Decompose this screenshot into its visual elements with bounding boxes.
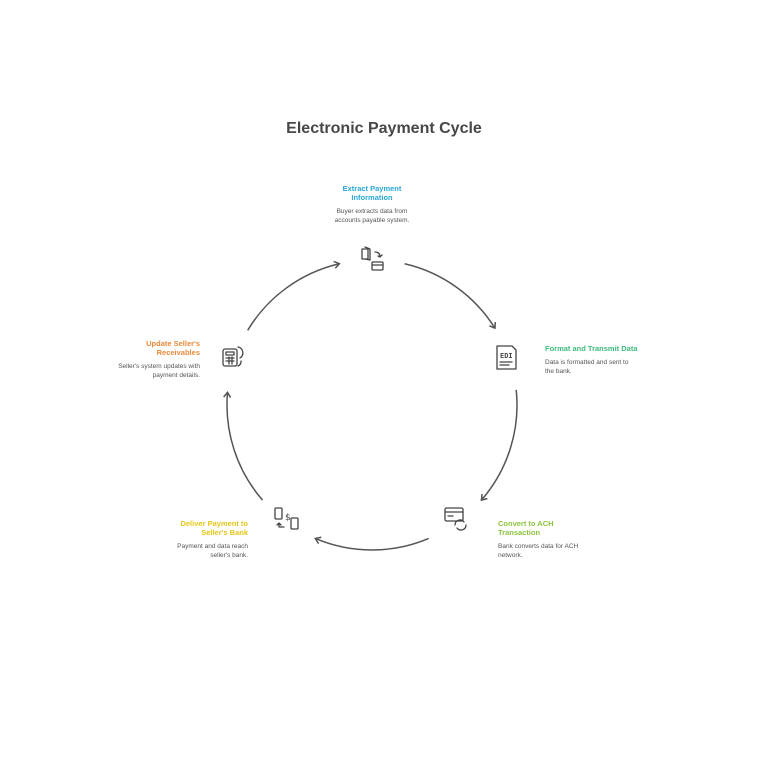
phone-dollar-transfer-icon: $ xyxy=(274,507,299,530)
step-description: Buyer extracts data from accounts payabl… xyxy=(334,208,410,224)
step-title: Format and Transmit Data xyxy=(545,344,638,353)
cycle-arrow xyxy=(315,538,429,551)
diagram-title: Electronic Payment Cycle xyxy=(286,120,482,137)
cycle-arrow xyxy=(404,262,495,328)
step-deliver: Deliver Payment to Seller's Bank Payment… xyxy=(170,519,248,560)
svg-text:EDI: EDI xyxy=(500,352,513,360)
step-update: Update Seller's Receivables Seller's sys… xyxy=(105,339,200,380)
edi-document-icon: EDI xyxy=(496,345,517,370)
step-description: Payment and data reach seller's bank. xyxy=(177,543,248,559)
step-format: Format and Transmit Data Data is formatt… xyxy=(545,344,645,376)
step-description: Seller's system updates with payment det… xyxy=(118,363,200,379)
step-description: Data is formatted and sent to the bank. xyxy=(545,359,629,375)
document-to-card-icon xyxy=(361,246,384,271)
step-title: Update Seller's Receivables xyxy=(146,339,200,357)
calculator-refresh-icon xyxy=(222,346,244,367)
step-title: Deliver Payment to Seller's Bank xyxy=(180,519,248,537)
card-refresh-icon xyxy=(444,507,467,531)
step-convert: Convert to ACH Transaction Bank converts… xyxy=(498,519,588,560)
cycle-arrow xyxy=(481,389,518,500)
cycle-arrow xyxy=(227,392,264,501)
svg-text:$: $ xyxy=(285,513,291,523)
step-title: Convert to ACH Transaction xyxy=(498,519,554,537)
step-extract: Extract Payment Information Buyer extrac… xyxy=(322,184,422,225)
cycle-arrow xyxy=(247,264,340,331)
step-title: Extract Payment Information xyxy=(342,184,402,202)
step-description: Bank converts data for ACH network. xyxy=(498,543,579,559)
